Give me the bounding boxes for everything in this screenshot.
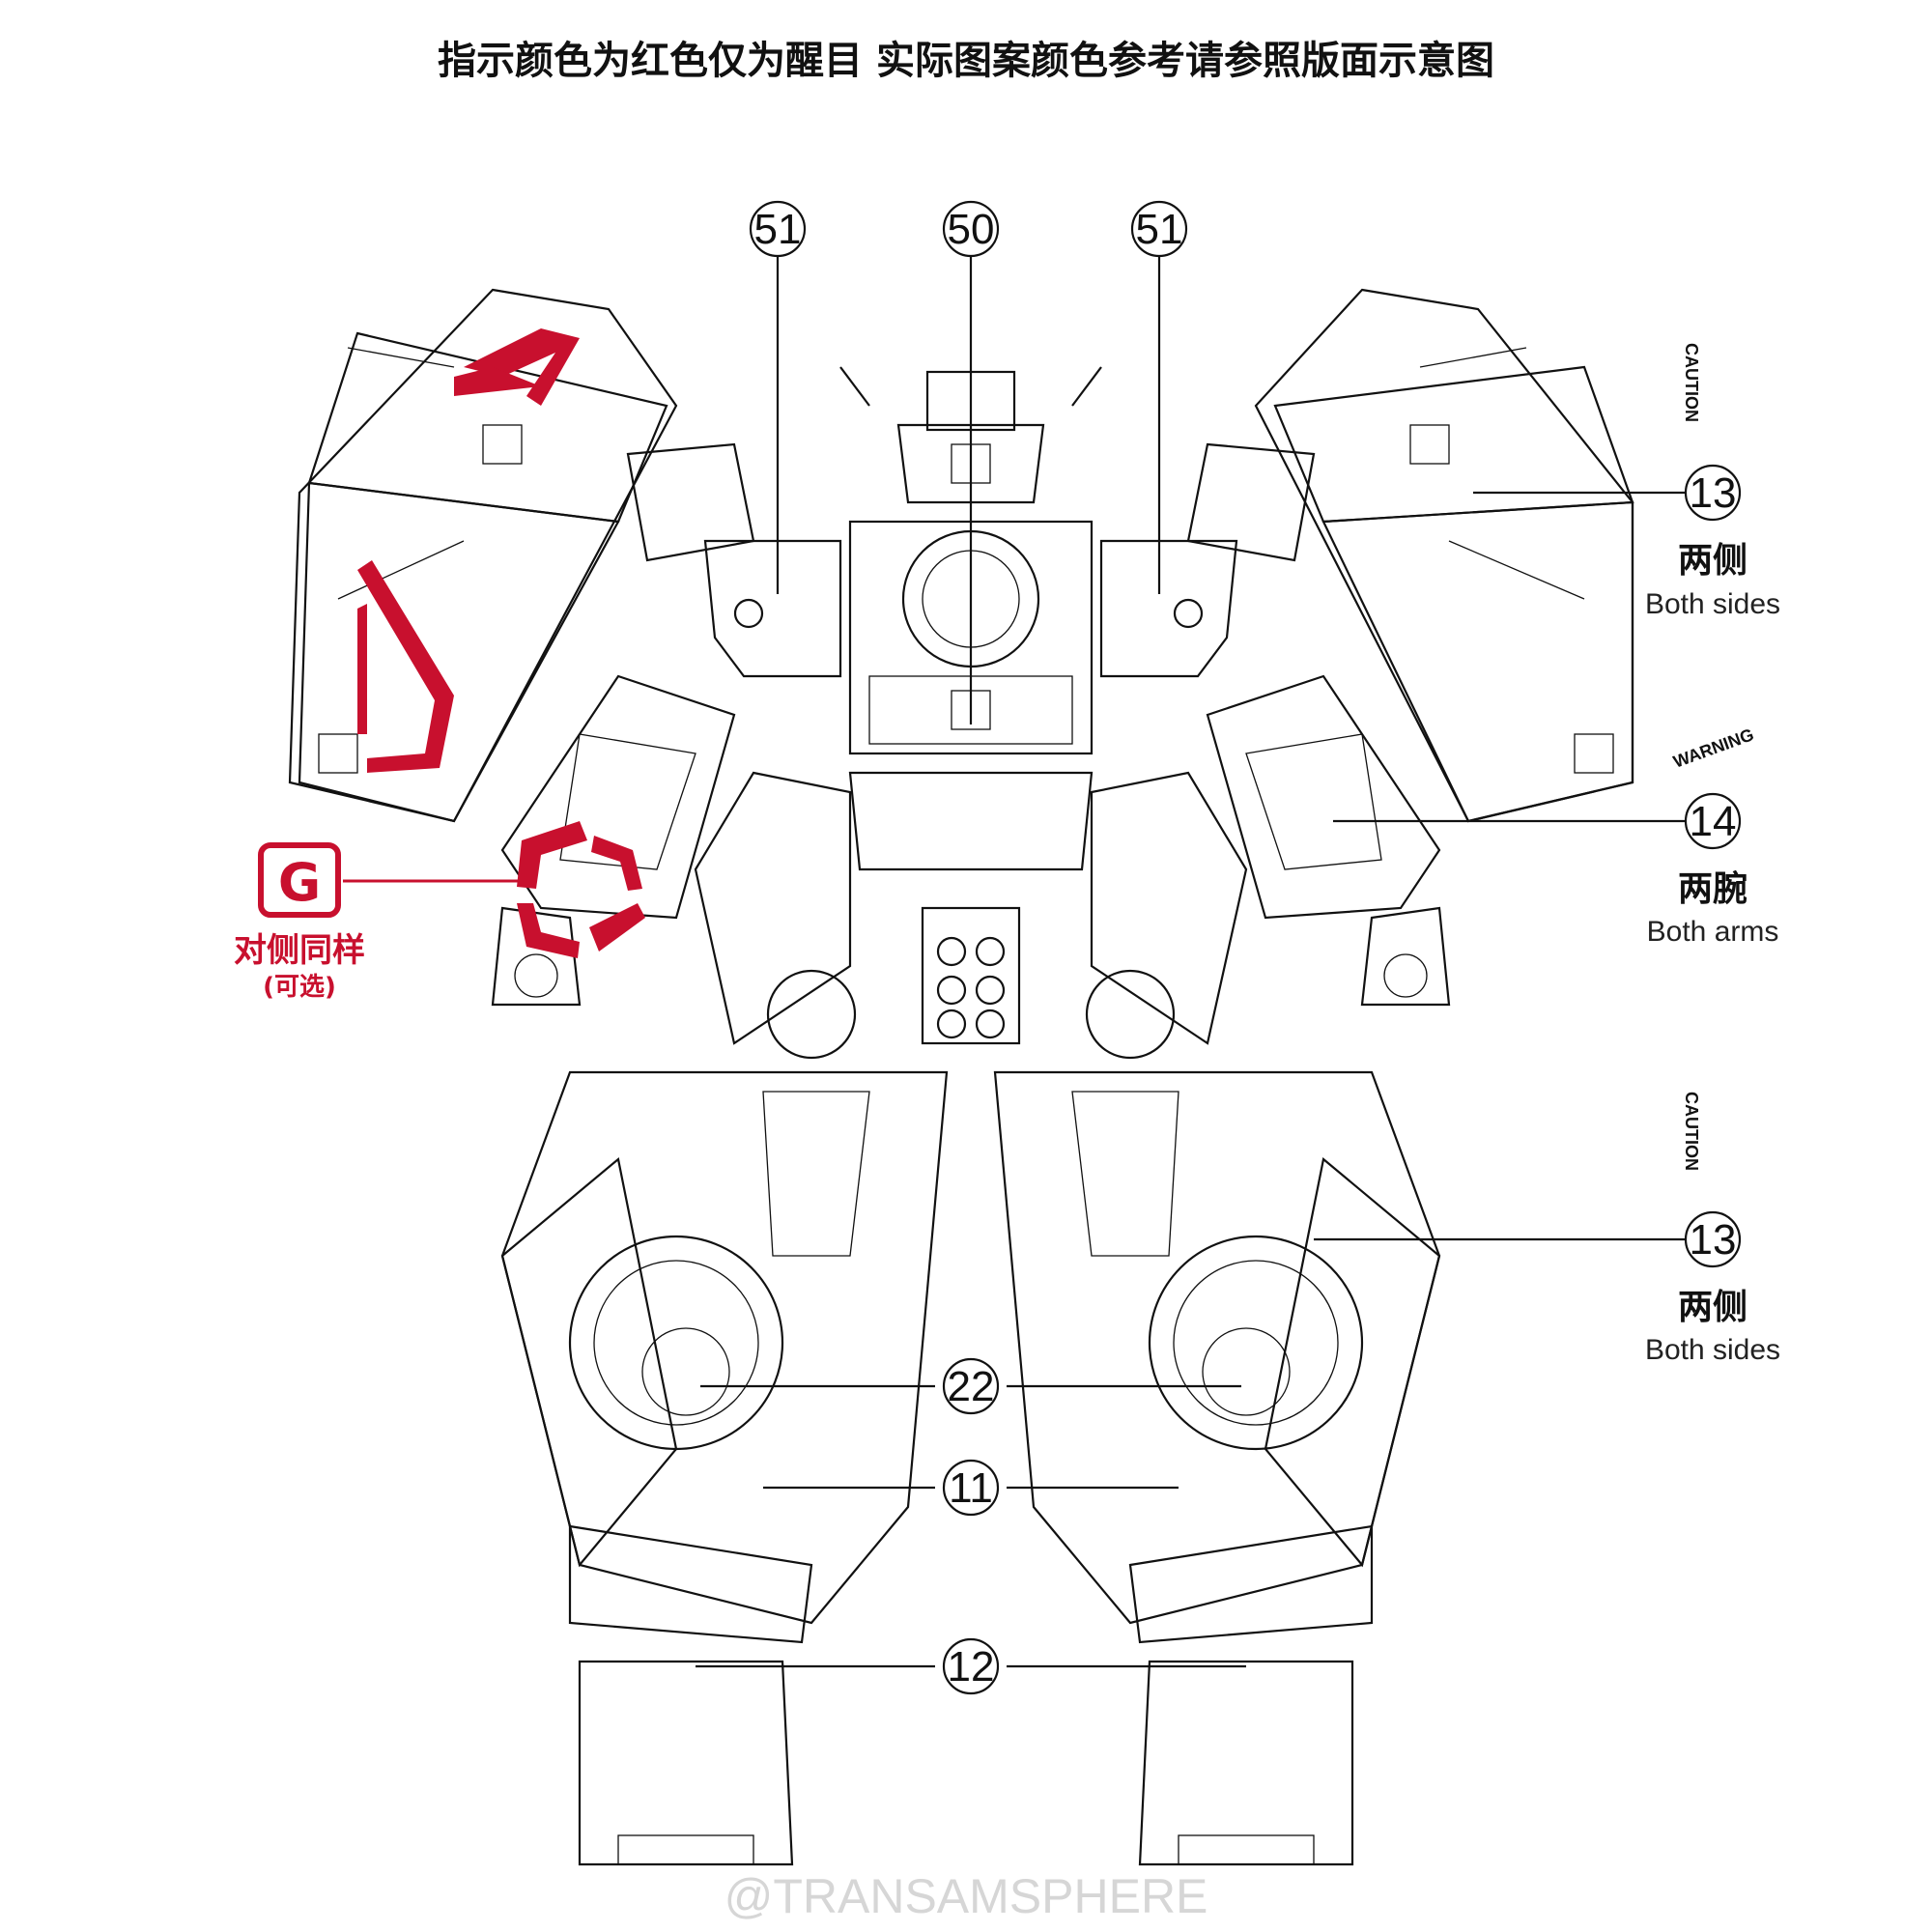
red-arm-decal (517, 821, 645, 958)
svg-text:14: 14 (1690, 798, 1737, 845)
svg-text:51: 51 (1136, 206, 1183, 253)
svg-text:对侧同样: 对侧同样 (234, 931, 365, 970)
callout-11: 11 (942, 1459, 1000, 1517)
svg-text:12: 12 (948, 1643, 995, 1690)
option-g-marker: G 对侧同样 (可选) (234, 842, 365, 1002)
svg-text:两侧: 两侧 (1678, 1288, 1747, 1327)
callout-51-left: 51 (749, 200, 807, 258)
svg-text:22: 22 (948, 1363, 995, 1410)
svg-text:G: G (278, 852, 321, 913)
right-arm (1206, 674, 1451, 1007)
svg-text:CAUTION: CAUTION (1682, 1092, 1701, 1171)
page-title: 指示颜色为红色仅为醒目 实际图案颜色参考请参照版面示意图 (438, 39, 1494, 83)
svg-text:Both sides: Both sides (1645, 1334, 1780, 1366)
svg-text:11: 11 (949, 1464, 993, 1512)
leader-lines (343, 256, 1686, 1668)
svg-text:CAUTION: CAUTION (1682, 343, 1701, 422)
svg-text:(可选): (可选) (263, 973, 336, 1002)
callout-13-top: 13 两侧 Both sides (1645, 464, 1780, 620)
red-shield-decal (357, 328, 580, 773)
left-leg (500, 1070, 949, 1866)
stencil-warning: WARNING (1671, 724, 1757, 772)
callout-51-right: 51 (1130, 200, 1188, 258)
watermark: @TRANSAMSPHERE (724, 1869, 1208, 1923)
left-shield-binder (288, 288, 678, 823)
svg-text:两侧: 两侧 (1678, 541, 1747, 581)
stencil-caution-top: CAUTION (1682, 343, 1701, 422)
svg-text:51: 51 (754, 206, 802, 253)
callout-14: 14 两腕 Both arms (1647, 792, 1779, 948)
svg-text:50: 50 (948, 206, 995, 253)
stencil-caution-lower: CAUTION (1682, 1092, 1701, 1171)
right-shield-binder (1254, 288, 1634, 823)
waist (694, 771, 1248, 1060)
svg-text:Both sides: Both sides (1645, 588, 1780, 620)
svg-text:WARNING: WARNING (1671, 724, 1757, 772)
svg-text:Both arms: Both arms (1647, 916, 1779, 948)
waist-vents (936, 936, 1006, 1039)
callout-22: 22 (942, 1357, 1000, 1415)
callout-50: 50 (942, 200, 1000, 258)
right-leg (993, 1070, 1441, 1866)
left-arm (491, 674, 736, 1007)
callout-12: 12 (942, 1637, 1000, 1695)
svg-text:13: 13 (1690, 469, 1737, 517)
svg-text:两腕: 两腕 (1678, 868, 1747, 909)
right-shoulder (1099, 442, 1316, 678)
left-shoulder (626, 442, 842, 678)
svg-text:13: 13 (1690, 1216, 1737, 1264)
callout-13-bottom: 13 两侧 Both sides (1645, 1210, 1780, 1366)
